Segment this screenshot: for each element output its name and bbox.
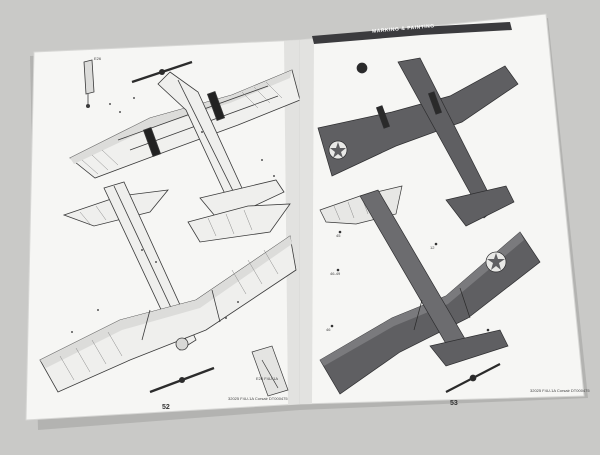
marker-label-3: 12 (430, 245, 435, 250)
part-callout-dots (71, 97, 275, 333)
exhaust-part-callout (83, 59, 95, 108)
top-paint-scheme-aircraft (317, 57, 519, 227)
right-page (299, 13, 585, 405)
marker-label-1: 45 (336, 233, 341, 238)
marking-callout-dots (330, 230, 490, 332)
right-page-footer: 32025 F4U-1A Corsair DT000475 (530, 388, 590, 393)
left-page (25, 39, 301, 421)
left-callout-top: E26 (94, 56, 102, 61)
top-wing-diagram (69, 60, 301, 223)
left-page-footer: 32025 F4U-1A Corsair DT000475 (228, 396, 288, 401)
left-callout-bottom: E26 F4U-1A (256, 376, 279, 381)
gear-detail-callout (251, 345, 289, 397)
bottom-paint-scheme-aircraft (319, 189, 541, 395)
left-page-number: 52 (162, 404, 170, 411)
marker-label-4: 46 (326, 327, 331, 332)
marker-label-2: 46-49 (330, 271, 341, 276)
bottom-wing-diagram (39, 235, 297, 394)
right-page-number: 53 (450, 400, 458, 407)
marking-banner-bar (312, 22, 512, 44)
